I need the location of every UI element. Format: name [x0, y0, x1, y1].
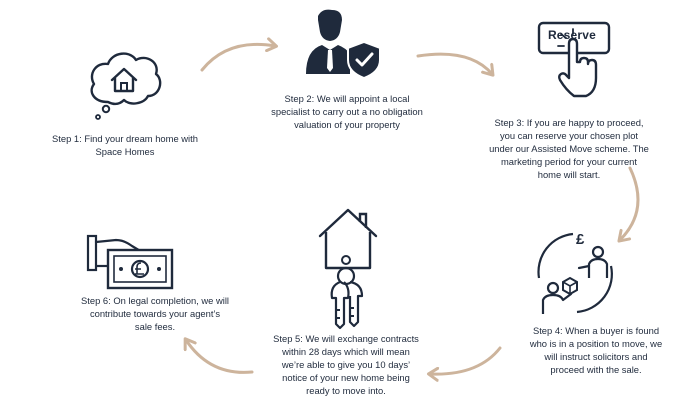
step3-description: Step 3: If you are happy to proceed, you… [489, 117, 649, 180]
arrow-step2-to-step3 [416, 52, 495, 77]
step6-description: Step 6: On legal completion, we will con… [81, 295, 229, 332]
arrow-step3-to-step4 [617, 166, 640, 243]
step1-description: Step 1: Find your dream home with Space … [52, 133, 198, 157]
pound-symbol: £ [576, 231, 585, 248]
step2-description: Step 2: We will appoint a local speciali… [271, 93, 423, 130]
arrow-step5-to-step6 [183, 337, 254, 374]
step4-description: Step 4: When a buyer is found who is in … [529, 325, 663, 375]
house-keys-icon [318, 208, 378, 330]
thought-bubble-house-icon [90, 52, 162, 120]
arrow-step4-to-step5 [427, 346, 502, 382]
reserve-button-icon [537, 21, 611, 98]
step5-description: Step 5: We will exchange contracts withi… [273, 333, 419, 396]
hand-money-icon [86, 234, 174, 290]
buyer-exchange-icon [537, 232, 613, 314]
arrow-step1-to-step2 [200, 37, 278, 72]
specialist-shield-icon [306, 9, 381, 80]
reserve-label: Reserve [547, 28, 597, 42]
